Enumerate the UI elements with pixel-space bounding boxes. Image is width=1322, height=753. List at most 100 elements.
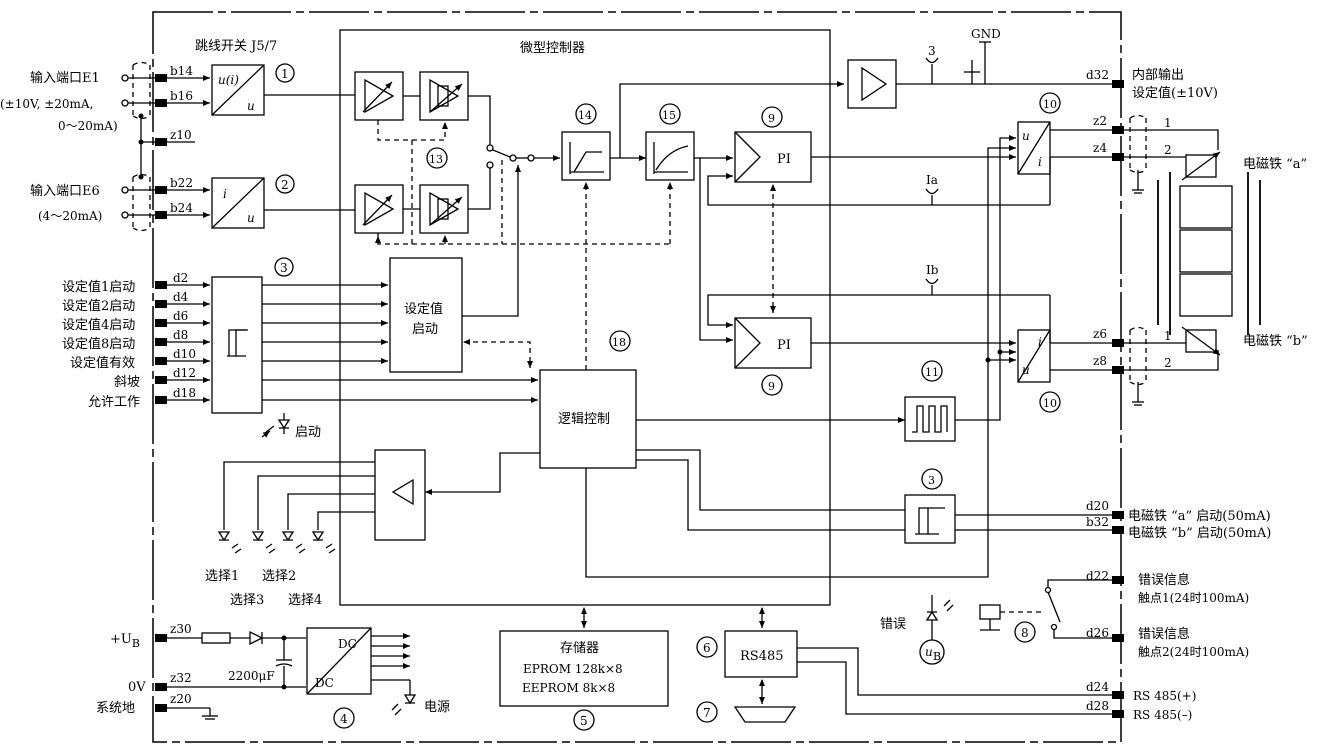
svg-text:2: 2	[281, 178, 289, 192]
output-stage-b: i u 10	[1017, 329, 1061, 413]
svg-text:PI: PI	[777, 152, 791, 167]
svg-text:9: 9	[768, 112, 775, 125]
pin-d32: d32	[1086, 68, 1109, 82]
input-e6-range: (4～20mA)	[38, 209, 102, 223]
pin-d24: d24	[1086, 680, 1109, 694]
svg-text:EEPROM 8k×8: EEPROM 8k×8	[522, 681, 615, 695]
svg-text:u: u	[247, 99, 255, 113]
pin-d18: d18	[173, 386, 196, 400]
svg-text:1: 1	[281, 67, 289, 81]
logic-control-block: 逻辑控制 18	[539, 330, 637, 469]
svg-text:9: 9	[768, 380, 775, 393]
dc-dc-converter: DC DC 4 电源	[306, 627, 450, 729]
svg-text:i: i	[1038, 335, 1042, 349]
setpoint-valid-label: 设定值有效	[70, 355, 135, 371]
coil-a-start-label: 电磁铁 “a” 启动(50mA)	[1128, 509, 1271, 524]
select1-label: 选择1	[205, 569, 239, 584]
svg-text:错误: 错误	[880, 617, 906, 632]
svg-text:14: 14	[578, 109, 592, 122]
svg-text:启动: 启动	[412, 322, 438, 337]
coil-start-driver: 3	[904, 468, 956, 544]
system-ground-label: 系统地	[96, 701, 135, 716]
error-led: u B 错误	[880, 595, 954, 665]
pin-z6: z6	[1093, 327, 1107, 341]
pin-z10: z10	[170, 128, 192, 142]
jumper-label: 跳线开关 J5/7	[195, 39, 277, 54]
test-point-ib: Ib	[925, 263, 939, 295]
error-relay: 8	[979, 579, 1112, 643]
rs485-minus-label: RS 485(–)	[1133, 708, 1192, 722]
svg-text:Ib: Ib	[926, 263, 939, 277]
svg-text:5: 5	[580, 714, 588, 728]
schmitt-trigger-inputs: 3	[167, 257, 294, 414]
svg-text:15: 15	[662, 109, 676, 122]
internal-output-label-2: 设定值(±10V)	[1132, 85, 1218, 101]
svg-text:启动: 启动	[295, 425, 321, 440]
svg-text:8: 8	[1021, 626, 1029, 640]
output-stage-a: u i 10	[1017, 92, 1061, 175]
setpoint-start-block: 设定值 启动	[389, 257, 463, 373]
pin-z32: z32	[170, 671, 192, 685]
pin-d28: d28	[1086, 699, 1109, 713]
output-buffer	[847, 59, 897, 109]
pin-b16: b16	[170, 89, 193, 103]
pin-z30: z30	[170, 622, 192, 636]
setpoint8-label: 设定值8启动	[62, 336, 135, 352]
svg-text:10: 10	[1043, 397, 1057, 410]
rs485-block: RS485 6 7	[696, 630, 798, 723]
pin-d10: d10	[173, 347, 196, 361]
coil-b-start-label: 电磁铁 “b” 启动(50mA)	[1128, 526, 1271, 541]
svg-text:3: 3	[280, 261, 288, 275]
svg-text:7: 7	[703, 706, 711, 720]
converter-1: u(i) u 1	[211, 63, 295, 116]
svg-text:3: 3	[928, 474, 935, 487]
gnd-symbol: GND	[964, 27, 1001, 84]
power-input-circuit: 2200μF	[167, 630, 306, 720]
card-outline	[152, 11, 1122, 743]
pi-controller-a: PI 9	[734, 106, 812, 183]
svg-text:存储器: 存储器	[560, 641, 599, 656]
microcontroller-label: 微型控制器	[520, 41, 585, 56]
coil-a-label: 电磁铁 “a”	[1243, 157, 1307, 172]
pin-d2: d2	[173, 271, 188, 285]
storage-block: 存储器 EPROM 128k×8 EEPROM 8k×8 5	[499, 630, 669, 731]
pin-d26: d26	[1086, 626, 1109, 640]
ramp-block-14: 14	[561, 103, 611, 181]
select2-label: 选择2	[262, 569, 296, 584]
error-msg-1b: 触点1(24时100mA)	[1138, 591, 1249, 605]
svg-text:Ia: Ia	[926, 173, 938, 187]
setpoint2-label: 设定值2启动	[62, 298, 135, 314]
svg-text:18: 18	[612, 336, 626, 349]
svg-text:4: 4	[340, 712, 348, 726]
pin-b24: b24	[170, 201, 193, 215]
converter-2: i u 2	[211, 174, 295, 229]
svg-text:u: u	[1022, 129, 1030, 143]
pin-z4: z4	[1093, 141, 1107, 155]
digital-input-pins	[155, 281, 167, 404]
pin-b32: b32	[1086, 515, 1109, 529]
pin-z20: z20	[170, 692, 192, 706]
input-e6-label: 输入端口E6	[30, 183, 100, 199]
select4-label: 选择4	[288, 593, 322, 608]
input-terminals	[121, 61, 167, 232]
pin-d12: d12	[173, 366, 196, 380]
svg-text:13: 13	[429, 153, 443, 166]
svg-text:u: u	[1022, 363, 1030, 377]
error-msg-2b: 触点2(24时100mA)	[1138, 645, 1249, 659]
svg-text:逻辑控制: 逻辑控制	[558, 412, 610, 427]
setpoint4-label: 设定值4启动	[62, 317, 135, 333]
ub-plus-label: +UB	[110, 632, 140, 650]
svg-text:DC: DC	[315, 676, 334, 690]
error-msg-1a: 错误信息	[1138, 572, 1190, 588]
svg-text:11: 11	[925, 366, 939, 379]
svg-text:2: 2	[1164, 143, 1172, 157]
error-msg-2a: 错误信息	[1138, 626, 1190, 642]
pin-d22: d22	[1086, 569, 1109, 583]
pin-b14: b14	[170, 64, 193, 78]
pin-b22: b22	[170, 176, 193, 190]
adjust-blocks: 13	[354, 71, 469, 234]
rs485-plus-label: RS 485(+)	[1133, 689, 1196, 703]
svg-text:u(i): u(i)	[218, 73, 239, 87]
select-leds	[217, 531, 336, 554]
